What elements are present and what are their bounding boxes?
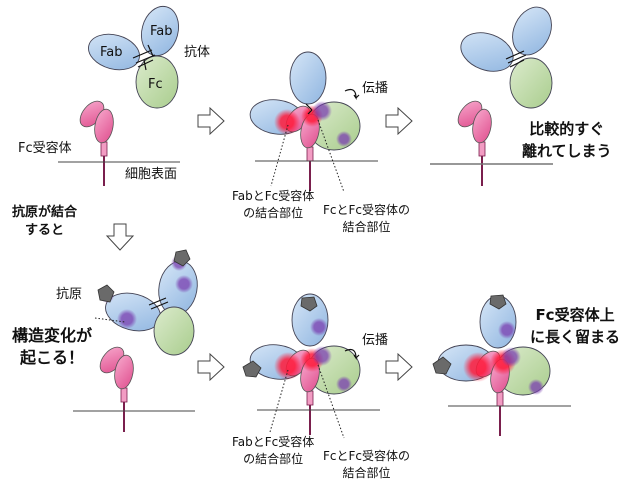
label-propagation-2: 伝播 — [362, 333, 389, 348]
arrow-down — [106, 223, 134, 251]
label-antigen: 抗原 — [56, 287, 83, 302]
label-antigen-binding: 抗原が結合すると — [12, 205, 78, 238]
label-fc-binding-site-2: FcとFc受容体の結合部位 — [323, 449, 411, 480]
arrow-right-2 — [385, 107, 413, 135]
antigen-1 — [173, 249, 191, 267]
arrow-right-3 — [197, 353, 225, 381]
antibody-bound-1 — [249, 51, 361, 192]
arrow-right-1 — [197, 107, 225, 135]
propagation-arrow-2 — [344, 348, 360, 360]
label-detach: 比較的すぐ離れてしまう — [522, 120, 612, 160]
label-fc-binding-site-1: FcとFc受容体の結合部位 — [323, 203, 411, 234]
antibody-detached — [460, 6, 553, 109]
label-retained: Fc受容体上に長く留まる — [530, 306, 621, 346]
propagation-arrow-1 — [344, 88, 360, 100]
label-fab-binding-site-1: FabとFc受容体の結合部位 — [232, 189, 315, 220]
fc-receptor-3 — [452, 95, 495, 187]
label-cell-surface: 細胞表面 — [125, 167, 178, 182]
label-fab-left: Fab — [100, 45, 123, 60]
label-fab-top: Fab — [150, 24, 173, 39]
fc-receptor-4 — [94, 341, 137, 433]
antigen-2 — [97, 284, 115, 303]
label-fc-receptor: Fc受容体 — [18, 141, 72, 156]
label-propagation-1: 伝播 — [362, 81, 389, 96]
arrow-right-4 — [385, 353, 413, 381]
fc-receptor-1 — [74, 95, 117, 187]
antibody-free — [88, 5, 180, 109]
label-fc: Fc — [148, 77, 163, 92]
label-conformation-change: 構造変化が起こる！ — [12, 326, 93, 367]
antibody-antigen-bound — [97, 249, 198, 356]
antibody-bound-2 — [242, 293, 361, 436]
label-fab-binding-site-2: FabとFc受容体の結合部位 — [232, 435, 315, 466]
label-antibody: 抗体 — [184, 45, 211, 60]
antibody-retained — [432, 294, 551, 437]
